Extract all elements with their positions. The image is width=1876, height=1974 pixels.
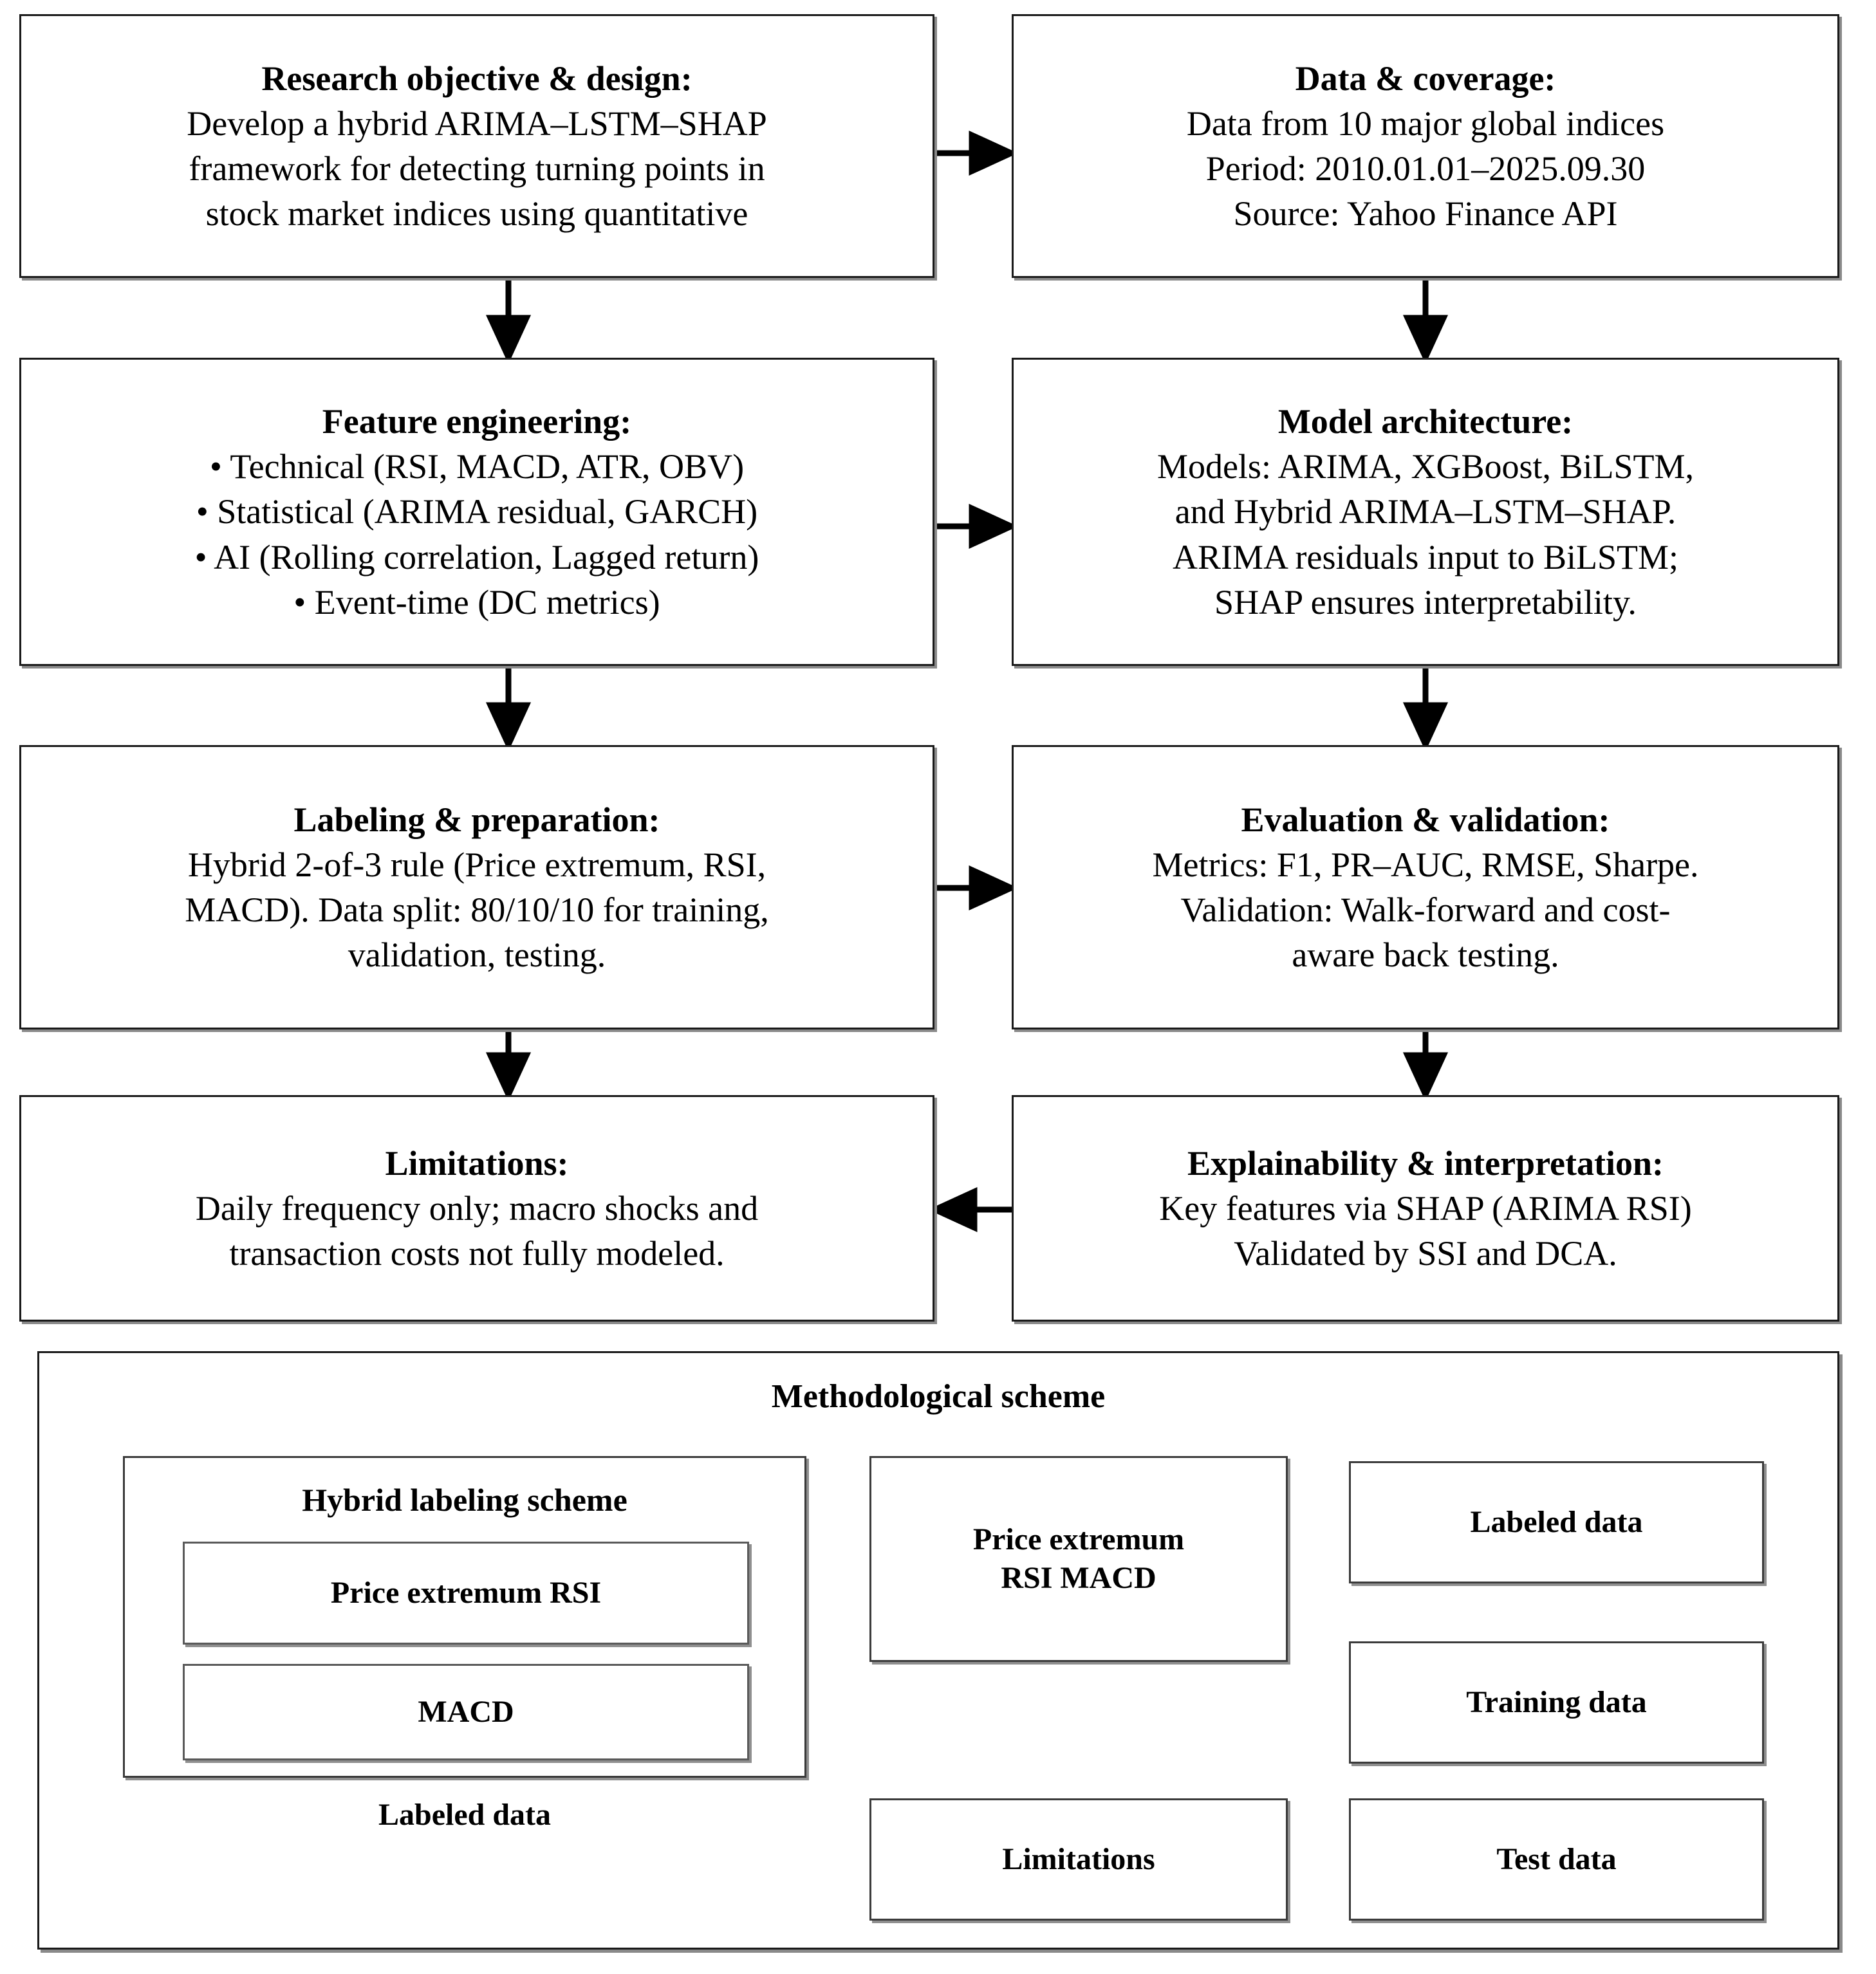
card-line: Validated by SSI and DCA.	[1234, 1234, 1617, 1273]
box-price-extremum-rsi-macd-line2: RSI MACD	[1001, 1561, 1156, 1595]
card-title: Model architecture:	[1277, 402, 1574, 441]
card-title: Evaluation & validation:	[1241, 800, 1610, 839]
card-line: Validation: Walk-forward and cost-	[1180, 890, 1671, 929]
card-title: Explainability & interpretation:	[1187, 1143, 1664, 1183]
card-line: Daily frequency only; macro shocks and	[195, 1188, 759, 1228]
box-price-extremum-rsi-label: Price extremum RSI	[330, 1576, 602, 1610]
card-title: Labeling & preparation:	[293, 800, 660, 839]
labeled-data-caption: Labeled data	[378, 1798, 552, 1832]
box-limitations-label: Limitations	[1002, 1842, 1155, 1876]
card-title: Limitations:	[385, 1143, 569, 1183]
card-line: Data from 10 major global indices	[1186, 104, 1665, 143]
card-line: aware back testing.	[1292, 936, 1559, 975]
card-title: Data & coverage:	[1295, 59, 1556, 98]
card-line: Source: Yahoo Finance API	[1233, 194, 1618, 234]
box-hybrid-labeling-scheme[interactable]: Hybrid labeling scheme Price extremum RS…	[123, 1456, 806, 1778]
card-data-coverage[interactable]: Data & coverage: Data from 10 major glob…	[1012, 14, 1839, 278]
card-line: framework for detecting turning points i…	[189, 149, 765, 188]
card-evaluation-validation[interactable]: Evaluation & validation: Metrics: F1, PR…	[1012, 745, 1839, 1029]
card-line: MACD). Data split: 80/10/10 for training…	[185, 890, 769, 929]
box-labeled-data-label: Labeled data	[1470, 1505, 1643, 1539]
card-line: • Statistical (ARIMA residual, GARCH)	[196, 492, 758, 531]
box-price-extremum-rsi-macd[interactable]: Price extremum RSI MACD	[869, 1456, 1288, 1662]
box-labeled-data[interactable]: Labeled data	[1349, 1461, 1764, 1583]
card-line: stock market indices using quantitative	[205, 194, 748, 234]
box-limitations[interactable]: Limitations	[869, 1798, 1288, 1921]
box-macd[interactable]: MACD	[183, 1664, 749, 1760]
card-line: Metrics: F1, PR–AUC, RMSE, Sharpe.	[1152, 845, 1699, 884]
card-research-objective[interactable]: Research objective & design: Develop a h…	[19, 14, 934, 278]
box-price-extremum-rsi[interactable]: Price extremum RSI	[183, 1542, 749, 1645]
box-hybrid-labeling-label: Hybrid labeling scheme	[302, 1482, 627, 1518]
card-title: Feature engineering:	[322, 402, 632, 441]
card-explainability-interpretation[interactable]: Explainability & interpretation: Key fea…	[1012, 1095, 1839, 1322]
card-line: Models: ARIMA, XGBoost, BiLSTM,	[1156, 447, 1695, 486]
card-line: • Event-time (DC metrics)	[293, 582, 660, 622]
card-line: validation, testing.	[348, 936, 606, 975]
box-training-data-label: Training data	[1466, 1685, 1647, 1719]
box-macd-label: MACD	[418, 1695, 514, 1729]
card-line: Period: 2010.01.01–2025.09.30	[1205, 149, 1646, 188]
card-feature-engineering[interactable]: Feature engineering: • Technical (RSI, M…	[19, 358, 934, 666]
card-line: • AI (Rolling correlation, Lagged return…	[194, 537, 759, 577]
card-line: ARIMA residuals input to BiLSTM;	[1172, 537, 1679, 577]
card-line: transaction costs not fully modeled.	[229, 1234, 725, 1273]
box-training-data[interactable]: Training data	[1349, 1641, 1764, 1764]
panel-title: Methodological scheme	[771, 1378, 1106, 1415]
card-line: • Technical (RSI, MACD, ATR, OBV)	[209, 447, 745, 486]
card-limitations[interactable]: Limitations: Daily frequency only; macro…	[19, 1095, 934, 1322]
box-test-data-label: Test data	[1496, 1842, 1617, 1876]
card-line: SHAP ensures interpretability.	[1214, 582, 1637, 622]
card-line: Key features via SHAP (ARIMA RSI)	[1159, 1188, 1692, 1228]
card-line: and Hybrid ARIMA–LSTM–SHAP.	[1175, 492, 1676, 531]
card-model-architecture[interactable]: Model architecture: Models: ARIMA, XGBoo…	[1012, 358, 1839, 666]
card-title: Research objective & design:	[261, 59, 692, 98]
box-price-extremum-rsi-macd-line1: Price extremum	[972, 1522, 1185, 1556]
methodological-scheme-panel: Methodological scheme Hybrid labeling sc…	[37, 1351, 1839, 1950]
card-line: Hybrid 2-of-3 rule (Price extremum, RSI,	[187, 845, 766, 884]
box-test-data[interactable]: Test data	[1349, 1798, 1764, 1921]
card-labeling-preparation[interactable]: Labeling & preparation: Hybrid 2-of-3 ru…	[19, 745, 934, 1029]
card-line: Develop a hybrid ARIMA–LSTM–SHAP	[187, 104, 767, 143]
